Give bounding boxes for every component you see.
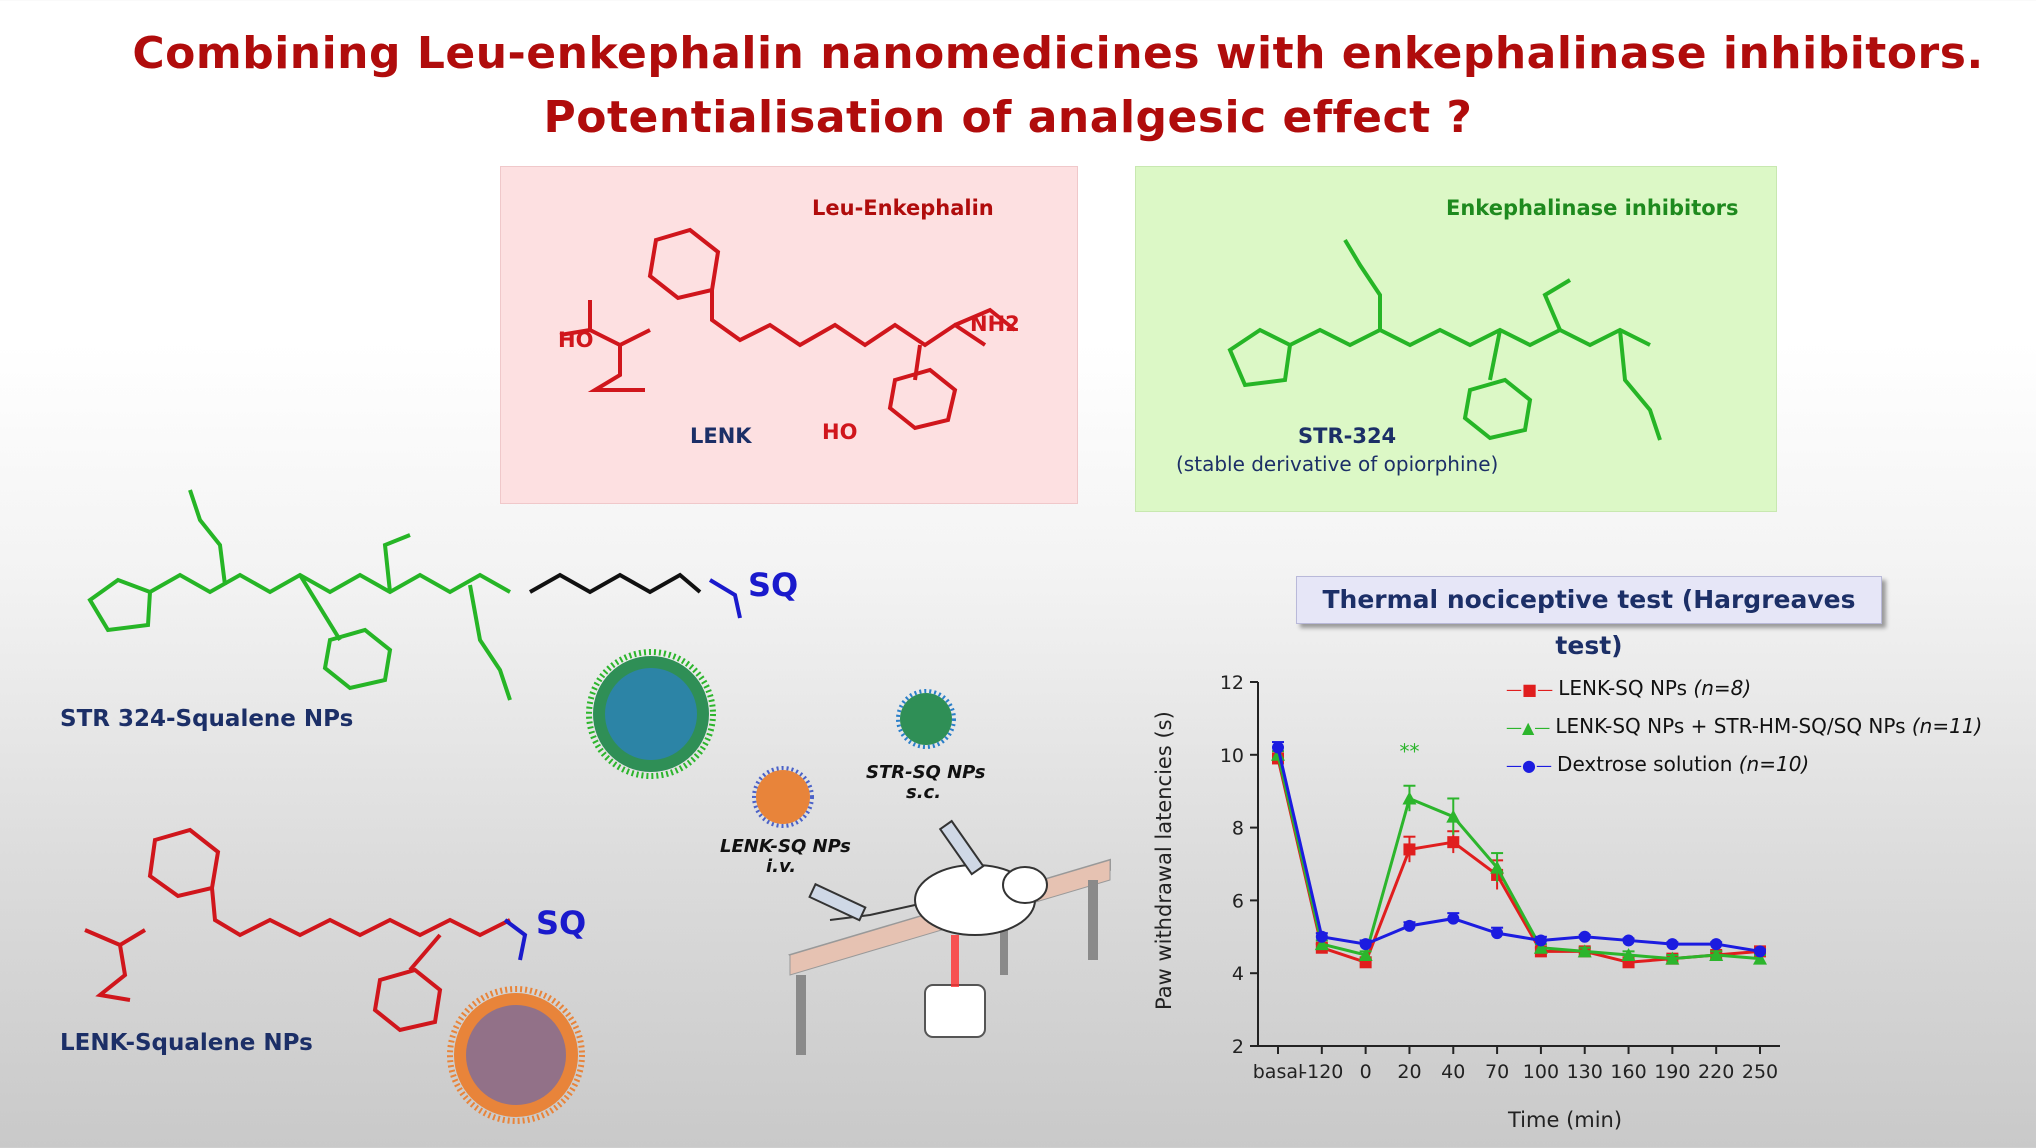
test-title: Thermal nociceptive test (Hargreaves tes… xyxy=(1296,576,1882,660)
small-str-nanoparticle-icon xyxy=(896,689,956,749)
sq-label-str: SQ xyxy=(748,566,799,604)
data-point xyxy=(1621,948,1636,961)
sq-carbamate-icon-2 xyxy=(503,918,528,961)
data-point xyxy=(1753,951,1767,965)
lenk-np-label: LENK-SQ NPs xyxy=(720,836,851,857)
small-lenk-nanoparticle-icon xyxy=(752,766,814,828)
x-tick-label: basal xyxy=(1253,1061,1304,1083)
data-point xyxy=(1359,938,1372,951)
data-point xyxy=(1533,940,1548,954)
lenk-squalene-structure-icon xyxy=(84,827,511,1033)
data-point xyxy=(1403,919,1416,932)
data-point xyxy=(1403,843,1416,856)
data-point xyxy=(1491,927,1504,940)
data-point xyxy=(1402,791,1417,805)
str-squalene-label: STR 324-Squalene NPs xyxy=(60,706,354,732)
data-point xyxy=(1446,809,1461,823)
x-tick-label: 250 xyxy=(1742,1061,1778,1083)
data-point xyxy=(1490,860,1505,874)
str-np-label: STR-SQ NPs xyxy=(866,762,986,783)
series-line xyxy=(1276,747,1761,953)
significance-annotation: ** xyxy=(1399,739,1419,763)
legend-note: (n=8) xyxy=(1693,676,1752,700)
x-tick-label: 160 xyxy=(1610,1061,1646,1083)
legend-marker-icon: —●— xyxy=(1506,756,1558,775)
page-title-line2: Potentialisation of analgesic effect ? xyxy=(543,92,1473,143)
legend-note: (n=10) xyxy=(1738,752,1810,776)
str-nanoparticle-icon xyxy=(586,649,716,779)
x-tick-label: 100 xyxy=(1523,1061,1559,1083)
lenk-nh2-label: NH2 xyxy=(970,312,1020,336)
data-point xyxy=(1622,934,1635,947)
data-point xyxy=(1272,741,1284,754)
y-tick-label: 8 xyxy=(1232,818,1244,840)
lenk-squalene-label: LENK-Squalene NPs xyxy=(60,1030,313,1056)
legend-note: (n=11) xyxy=(1911,714,1983,738)
data-point xyxy=(1358,948,1373,961)
y-tick-label: 4 xyxy=(1232,963,1244,985)
str324-structure-icon xyxy=(1227,238,1662,441)
sq-carbamate-icon-1 xyxy=(708,578,742,619)
x-tick-label: 190 xyxy=(1654,1061,1690,1083)
legend-item: —▲— LENK-SQ NPs + STR-HM-SQ/SQ NPs (n=11… xyxy=(1506,714,1982,738)
legend-label: LENK-SQ NPs xyxy=(1558,676,1694,700)
data-point xyxy=(1709,948,1724,961)
data-point xyxy=(1710,938,1723,951)
page-title-line1: Combining Leu-enkephalin nanomedicines w… xyxy=(132,28,1984,79)
str-squalene-structure-icon xyxy=(87,489,512,701)
lenk-name: LENK xyxy=(690,424,752,448)
data-point xyxy=(1754,945,1766,958)
y-axis-label: Paw withdrawal latencies (s) xyxy=(1152,711,1176,1010)
syringe-iv-icon xyxy=(808,882,867,922)
inhibitors-header: Enkephalinase inhibitors xyxy=(1446,196,1739,220)
legend-item: —●— Dextrose solution (n=10) xyxy=(1506,752,1809,776)
legend-item: —■— LENK-SQ NPs (n=8) xyxy=(1506,676,1751,700)
x-tick-label: 70 xyxy=(1485,1061,1509,1083)
legend-label: LENK-SQ NPs + STR-HM-SQ/SQ NPs xyxy=(1555,714,1912,738)
str-route-label: s.c. xyxy=(906,782,942,803)
sq-label-lenk: SQ xyxy=(536,904,587,942)
lenk-ho-label: HO xyxy=(822,420,858,444)
y-tick-label: 2 xyxy=(1232,1036,1244,1058)
data-point xyxy=(1578,930,1591,943)
lenk-header: Leu-Enkephalin xyxy=(812,196,994,220)
series-line xyxy=(1276,754,1761,961)
data-point xyxy=(1315,930,1328,943)
legend-label: Dextrose solution xyxy=(1557,752,1739,776)
data-point xyxy=(1577,944,1592,958)
lenk-structure-icon xyxy=(559,227,1017,431)
x-tick-label: 20 xyxy=(1397,1061,1421,1083)
mouse-icon xyxy=(829,864,1048,936)
lenk-oh-label: HO xyxy=(558,328,594,352)
x-axis-label: Time (min) xyxy=(1508,1108,1623,1132)
data-point xyxy=(1534,934,1547,947)
str324-name: STR-324 xyxy=(1298,424,1397,448)
legend-marker-icon: —■— xyxy=(1506,680,1559,699)
x-tick-label: 130 xyxy=(1567,1061,1603,1083)
x-tick-label: -120 xyxy=(1300,1061,1343,1083)
data-point xyxy=(1665,951,1680,965)
x-tick-label: 40 xyxy=(1441,1061,1465,1083)
series-line xyxy=(1276,758,1761,965)
lenk-route-label: i.v. xyxy=(766,856,797,877)
legend-marker-icon: —▲— xyxy=(1506,718,1556,737)
data-point xyxy=(1314,937,1329,951)
str324-subtitle: (stable derivative of opiorphine) xyxy=(1176,452,1499,476)
lenk-nanoparticle-icon xyxy=(447,986,585,1124)
y-tick-label: 6 xyxy=(1232,890,1244,912)
syringe-sc-icon xyxy=(938,819,985,876)
data-point xyxy=(1447,912,1460,925)
data-point xyxy=(1447,836,1460,849)
x-tick-label: 0 xyxy=(1360,1061,1372,1083)
y-tick-label: 10 xyxy=(1220,745,1244,767)
y-tick-label: 12 xyxy=(1220,672,1244,694)
str-squalene-linker-icon xyxy=(529,572,702,595)
data-point xyxy=(1666,938,1679,951)
x-tick-label: 220 xyxy=(1698,1061,1734,1083)
